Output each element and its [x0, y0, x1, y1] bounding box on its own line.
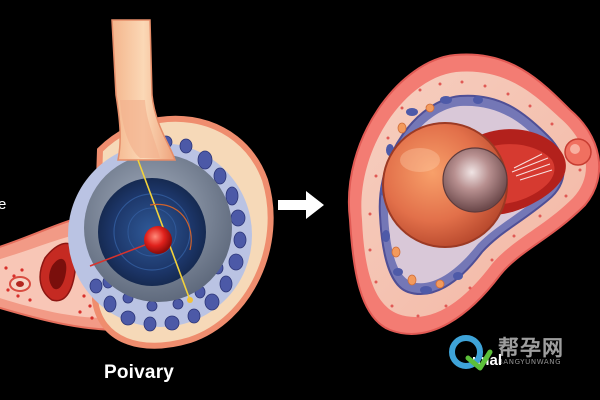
- watermark: 帮孕网 BANGYUNWANG: [446, 332, 596, 372]
- watermark-title: 帮孕网: [498, 336, 564, 360]
- left-caption: Poivary: [104, 362, 175, 383]
- edge-caption: e: [0, 196, 7, 213]
- right-arrow-icon: [278, 191, 324, 219]
- watermark-subtitle: BANGYUNWANG: [498, 358, 562, 366]
- left-follicle: [0, 19, 274, 349]
- q-logo-icon: [449, 335, 493, 371]
- right-follicle: [347, 53, 600, 335]
